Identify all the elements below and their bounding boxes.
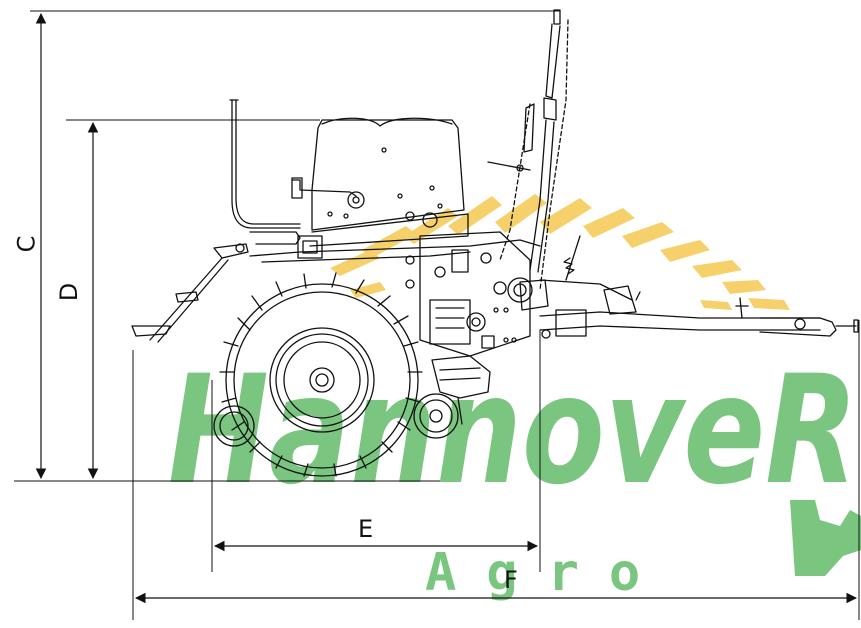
hydraulic-mast: [487, 9, 569, 291]
rear-marker-arms: [131, 243, 249, 343]
extension-lines: [14, 10, 860, 620]
dimension-d-label: D: [55, 282, 84, 302]
rear-press-wheel: [213, 405, 255, 447]
seed-hopper: [309, 117, 469, 247]
hitch-drawbar: [539, 285, 859, 339]
dimension-f-label: F: [504, 566, 518, 594]
watermark-wheat-arc: [330, 194, 790, 310]
watermark-gear-fragment: [790, 500, 861, 576]
main-frame: [249, 231, 541, 357]
front-disc-wheel: [413, 355, 491, 439]
rear-handle: [229, 99, 357, 259]
watermark-brand-text: HannoveR: [168, 344, 858, 518]
seed-drill-drawing: [131, 9, 859, 477]
spring-linkage: [519, 235, 633, 311]
dimension-arrows: [35, 12, 858, 604]
watermark-sub-text: Agro: [425, 543, 670, 603]
dimension-e-label: E: [358, 515, 374, 543]
drive-wheel: [219, 272, 423, 477]
dimension-c-label: C: [12, 235, 41, 253]
